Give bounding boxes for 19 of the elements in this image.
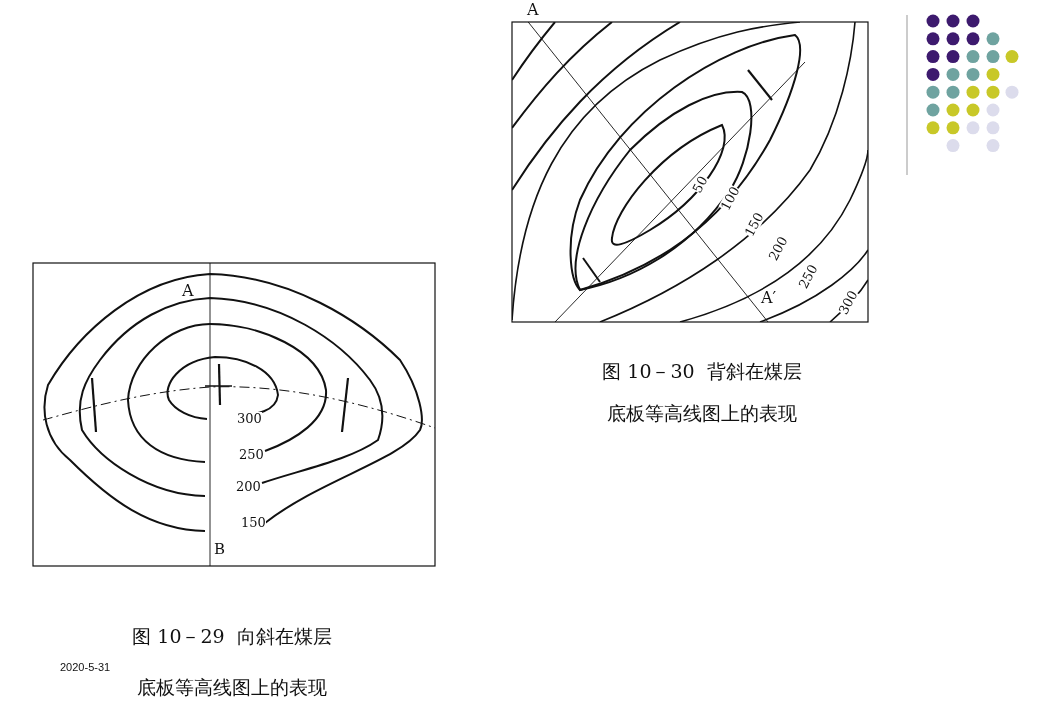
point-label: A [182,283,194,299]
contour-value: 200 [766,234,790,263]
contour-value: 300 [836,288,860,317]
point-label: A′ [761,290,777,306]
contour-value: 50 [690,174,710,195]
point-label: B [214,542,226,557]
contour-value: 150 [241,516,266,529]
figure-caption: 底板等高线图上的表现 [607,404,797,423]
figure-caption: 底板等高线图上的表现 [137,678,327,697]
point-label: A [527,2,539,18]
figure-caption: 图 10－30 背斜在煤层 [602,362,802,381]
figure-caption: 图 10－29 向斜在煤层 [132,627,332,646]
contour-value: 300 [237,412,262,425]
contour-value: 250 [796,262,820,291]
contour-value: 150 [742,210,766,239]
date-label: 2020-5-31 [60,662,111,673]
contour-value: 250 [239,448,264,461]
contour-value: 100 [718,184,742,213]
contour-value: 200 [236,480,261,493]
